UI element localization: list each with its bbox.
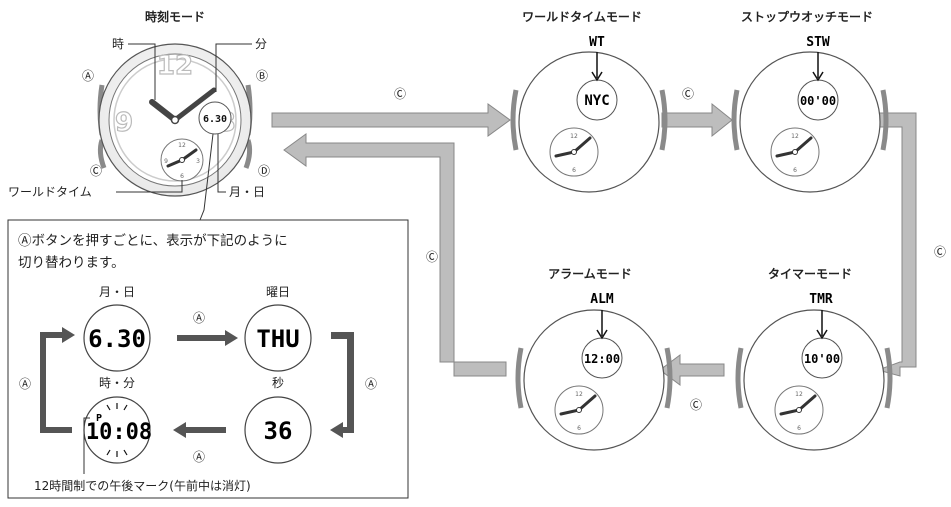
subdial-6: 6 xyxy=(577,425,581,432)
digital-window-text: NYC xyxy=(584,93,609,109)
worldtime-label: ワールドタイム xyxy=(8,185,92,199)
subdial-6: 6 xyxy=(180,173,184,180)
digital-window-text: 12:00 xyxy=(584,352,620,366)
dial-numeral-12: 12 xyxy=(157,51,193,81)
arrow-c-label-4: Ⓒ xyxy=(690,398,702,412)
mode-code: ALM xyxy=(590,292,614,307)
mode-title: タイマーモード xyxy=(768,267,852,281)
panel-item-label: 時・分 xyxy=(99,376,135,390)
panel-display-day xyxy=(244,304,312,372)
panel-arrow-label: Ⓐ xyxy=(193,311,205,325)
button-d-label: Ⓓ xyxy=(258,164,270,178)
button-a-label: Ⓐ xyxy=(82,69,94,83)
button-c-shape xyxy=(97,139,107,169)
panel-arrows xyxy=(40,327,354,438)
panel-item-label: 曜日 xyxy=(266,285,290,299)
pm-marker: P xyxy=(96,413,102,424)
subdial-6: 6 xyxy=(797,425,801,432)
panel-item-label: 秒 xyxy=(272,376,284,390)
flow-arrows xyxy=(271,102,917,386)
subdial-12: 12 xyxy=(575,391,583,398)
subdial-3: 3 xyxy=(196,158,200,165)
mode-code: STW xyxy=(806,35,830,50)
subdial-6: 6 xyxy=(793,167,797,174)
button-c-label: Ⓒ xyxy=(90,164,102,178)
main-watch-title: 時刻モード xyxy=(145,9,205,24)
panel-display-text: 36 xyxy=(264,417,293,445)
date-label: 月・日 xyxy=(229,185,265,199)
arrow-c-label-3: Ⓒ xyxy=(934,245,946,259)
subdial-6: 6 xyxy=(572,167,576,174)
arrow-date-to-day xyxy=(177,330,238,346)
arrow-c-label-5: Ⓒ xyxy=(426,250,438,264)
panel-arrow-label: Ⓐ xyxy=(193,450,205,464)
arrow-c-label-1: Ⓒ xyxy=(394,87,406,101)
hour-hand xyxy=(149,99,178,123)
subdial-12: 12 xyxy=(791,133,799,140)
button-d-shape xyxy=(243,139,253,169)
mode-alarm: アラームモード ALM 12:00 12 6 xyxy=(515,267,673,451)
subdial-12: 12 xyxy=(570,133,578,140)
subdial-12: 12 xyxy=(178,142,186,149)
digital-window xyxy=(198,101,232,135)
digital-window-text: 6.30 xyxy=(203,114,227,125)
panel-arrow-label: Ⓐ xyxy=(365,377,377,391)
arrow-seconds-to-time xyxy=(173,422,226,438)
arrow-day-to-seconds xyxy=(330,332,354,438)
panel-display-date xyxy=(83,304,151,372)
minute-label: 分 xyxy=(255,37,267,51)
arrow-stopwatch-to-timer xyxy=(875,112,917,377)
panel-item-label: 月・日 xyxy=(99,285,135,299)
mode-title: アラームモード xyxy=(548,267,632,281)
panel-display-text: 6.30 xyxy=(88,325,146,353)
minute-hand xyxy=(172,87,217,123)
arrow-c-label-2: Ⓒ xyxy=(682,87,694,101)
subdial-12: 12 xyxy=(795,391,803,398)
panel-frame xyxy=(7,219,409,499)
panel-display-seconds xyxy=(244,396,312,464)
arrow-time-to-date xyxy=(40,327,75,433)
mode-timer: タイマーモード TMR 10'00 12 6 xyxy=(735,267,893,451)
panel-display-text: THU xyxy=(256,325,299,353)
digital-window-text: 00'00 xyxy=(800,94,836,108)
button-b-label: Ⓑ xyxy=(256,69,268,83)
panel-heading-line1: Ⓐボタンを押すごとに、表示が下記のように xyxy=(18,232,288,249)
mode-code: TMR xyxy=(809,292,833,307)
mode-title: ストップウオッチモード xyxy=(741,9,873,24)
digital-window-text: 10'00 xyxy=(804,352,840,366)
mode-worldtime: ワールドタイムモード WT NYC 12 6 xyxy=(510,10,668,193)
main-watch: 時刻モード 12 9 3 6.30 12 9 3 6 Ⓐ Ⓑ Ⓒ Ⓓ 時 xyxy=(8,9,270,221)
arrow-worldtime-to-stopwatch xyxy=(661,102,733,138)
arrow-alarm-to-main xyxy=(283,133,507,377)
dial-numeral-9: 9 xyxy=(115,108,133,138)
mode-code: WT xyxy=(589,35,605,50)
blink-marks xyxy=(106,403,128,457)
subdial-9: 9 xyxy=(164,158,168,165)
mode-title: ワールドタイムモード xyxy=(522,10,642,24)
panel-heading-line2: 切り替わります。 xyxy=(18,255,125,271)
mode-stopwatch: ストップウオッチモード STW 00'00 12 6 xyxy=(731,9,889,193)
panel-display-text: 10:08 xyxy=(86,420,152,445)
hour-label: 時 xyxy=(112,37,124,51)
arrow-main-to-worldtime xyxy=(271,103,511,137)
panel-arrow-label: Ⓐ xyxy=(19,377,31,391)
a-button-panel: Ⓐボタンを押すごとに、表示が下記のように 切り替わります。 月・日 曜日 秒 時… xyxy=(7,219,409,499)
panel-footnote: 12時間制での午後マーク(午前中は消灯) xyxy=(34,478,251,493)
